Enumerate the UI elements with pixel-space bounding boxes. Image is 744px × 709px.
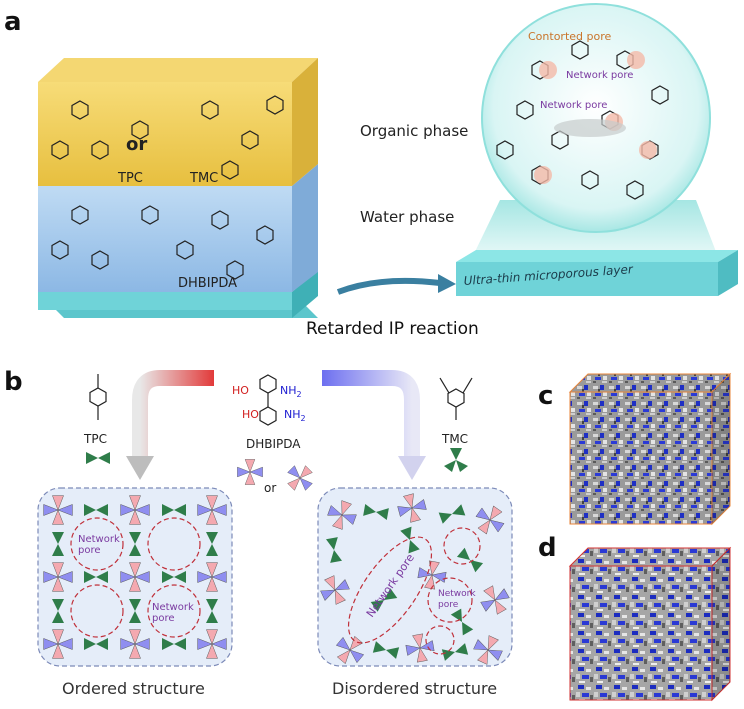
phase-box: or TPC TMC DHBIPDA [38, 58, 318, 318]
tmc-molecule [439, 377, 473, 420]
substrate-slab [38, 292, 292, 310]
blue-arrow [322, 370, 420, 458]
panel-label-c: c [538, 381, 553, 411]
red-arrow [132, 370, 214, 458]
ordered-lattice [43, 495, 227, 659]
tpc-label-a: TPC [117, 171, 143, 186]
disordered-structure-box [317, 487, 513, 667]
tmc-label-a: TMC [189, 171, 218, 186]
tmc-symbol [444, 448, 468, 472]
water-phase-label: Water phase [360, 208, 454, 226]
cube-c [568, 372, 732, 526]
nh2-label-2: NH2 [284, 408, 306, 423]
ho-label-1: HO [232, 384, 249, 397]
monomer-symbol-1 [237, 459, 263, 485]
microporous-layer [456, 250, 738, 296]
red-arrow-head [126, 456, 154, 480]
disordered-structure-label: Disordered structure [332, 679, 497, 698]
panel-label-d: d [538, 533, 557, 563]
network-sketch [496, 40, 669, 200]
water-phase-block [38, 186, 292, 292]
reaction-arrow [336, 277, 441, 295]
organic-phase-block [38, 82, 292, 186]
dhbipda-label-a: DHBIPDA [178, 276, 237, 291]
tpc-symbol [86, 452, 110, 464]
panel-label-b: b [4, 367, 23, 397]
tmc-label-b: TMC [441, 432, 468, 446]
tpc-label-b: TPC [83, 432, 107, 446]
panel-label-a: a [4, 7, 22, 37]
contorted-pore-label: Contorted pore [528, 30, 612, 43]
ho-label-2: HO [242, 408, 259, 421]
or-label-a: or [126, 134, 147, 155]
or-label-b: or [264, 481, 276, 495]
monomer-symbol-2 [281, 459, 319, 497]
network-pore-label-2: Network pore [540, 100, 607, 111]
nh2-label-1: NH2 [280, 384, 302, 399]
ordered-structure-label: Ordered structure [62, 679, 205, 698]
dhbipda-label-b: DHBIPDA [246, 437, 301, 451]
network-pore-label-1: Network pore [566, 70, 633, 81]
tpc-molecule [89, 374, 107, 420]
dhbipda-molecule [259, 374, 277, 426]
cube-d [568, 546, 732, 702]
organic-phase-label: Organic phase [360, 122, 468, 140]
reaction-label: Retarded IP reaction [306, 319, 479, 339]
blue-arrow-head [398, 456, 426, 480]
disordered-lattice [316, 491, 514, 670]
